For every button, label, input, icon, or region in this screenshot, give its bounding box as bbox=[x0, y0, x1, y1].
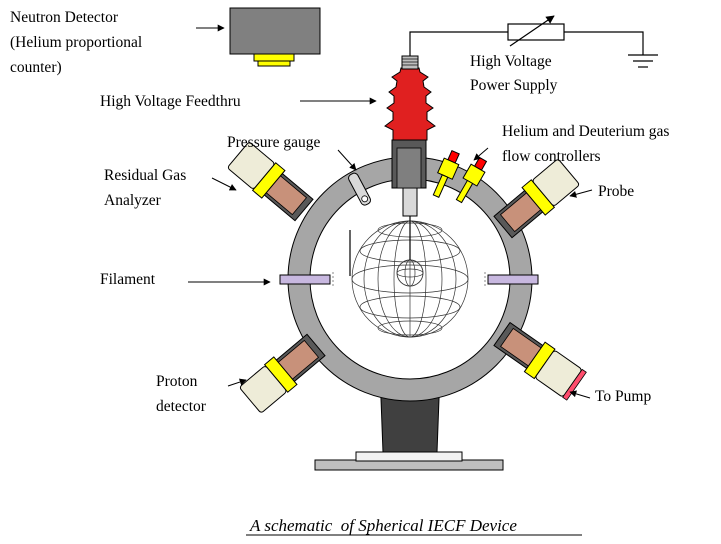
arrow-proton-detector bbox=[227, 378, 247, 387]
label-residual-gas-analyzer: Residual Gas Analyzer bbox=[104, 167, 190, 209]
label-high-voltage-power-supply: High Voltage Power Supply bbox=[470, 53, 558, 94]
figure-caption: A schematic of Spherical IECF Device bbox=[249, 516, 517, 535]
label-gas-flow-controllers: Helium and Deuterium gas flow controller… bbox=[502, 123, 673, 165]
filament-right bbox=[484, 272, 539, 288]
arrow-residual-gas bbox=[211, 177, 237, 191]
port-pump bbox=[493, 321, 587, 401]
label-probe: Probe bbox=[598, 183, 634, 200]
label-high-voltage-feedthru: High Voltage Feedthru bbox=[100, 93, 241, 110]
port-residual-gas-analyzer bbox=[227, 142, 314, 222]
arrow-gas-flow bbox=[473, 147, 489, 161]
pointer-arrows bbox=[188, 24, 593, 399]
label-filament: Filament bbox=[100, 271, 156, 288]
high-voltage-circuit bbox=[409, 15, 658, 68]
label-pressure-gauge: Pressure gauge bbox=[227, 134, 321, 151]
label-proton-detector: Proton detector bbox=[156, 373, 207, 415]
gas-flow-controller-1 bbox=[432, 149, 460, 198]
label-to-pump: To Pump bbox=[595, 388, 651, 405]
diagram-labels: Neutron Detector (Helium proportional co… bbox=[10, 9, 673, 415]
arrow-probe bbox=[569, 189, 593, 198]
arrow-pressure-gauge bbox=[337, 149, 357, 171]
filament-left bbox=[279, 272, 334, 288]
port-proton-detector bbox=[239, 333, 326, 413]
gas-flow-controller-2 bbox=[455, 156, 488, 204]
pressure-gauge bbox=[348, 172, 372, 206]
neutron-detector bbox=[229, 7, 321, 67]
label-neutron-detector: Neutron Detector (Helium proportional co… bbox=[10, 9, 146, 76]
port-probe bbox=[493, 159, 580, 239]
high-voltage-feedthru bbox=[384, 55, 436, 217]
arrow-to-pump bbox=[569, 390, 591, 399]
